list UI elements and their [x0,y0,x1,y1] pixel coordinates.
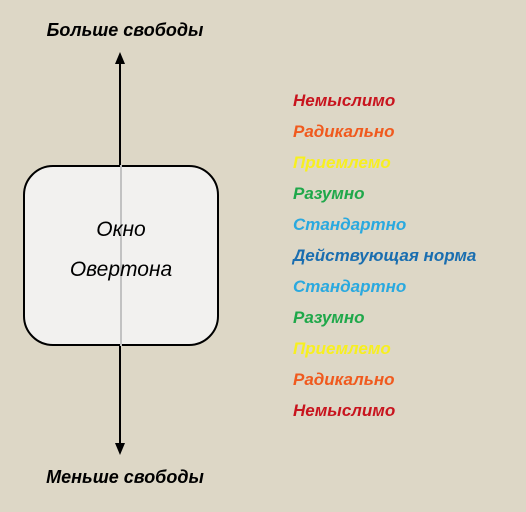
level-item: Действующая норма [293,246,477,265]
level-item: Приемлемо [293,153,391,172]
less-freedom-label: Меньше свободы [46,467,204,487]
axis-arrow-up-icon [115,52,125,64]
level-item: Немыслимо [293,401,396,420]
level-item: Разумно [293,308,365,327]
level-item: Немыслимо [293,91,396,110]
level-item: Стандартно [293,277,407,296]
more-freedom-label: Больше свободы [46,20,204,40]
level-item: Радикально [293,122,395,141]
window-label-line1: Окно [96,218,146,241]
window-axis-line [120,165,122,346]
level-item: Стандартно [293,215,407,234]
level-item: Радикально [293,370,395,389]
level-item: Разумно [293,184,365,203]
window-label-line2: Овертона [69,258,173,281]
axis-arrow-down-icon [115,443,125,455]
level-item: Приемлемо [293,339,391,358]
